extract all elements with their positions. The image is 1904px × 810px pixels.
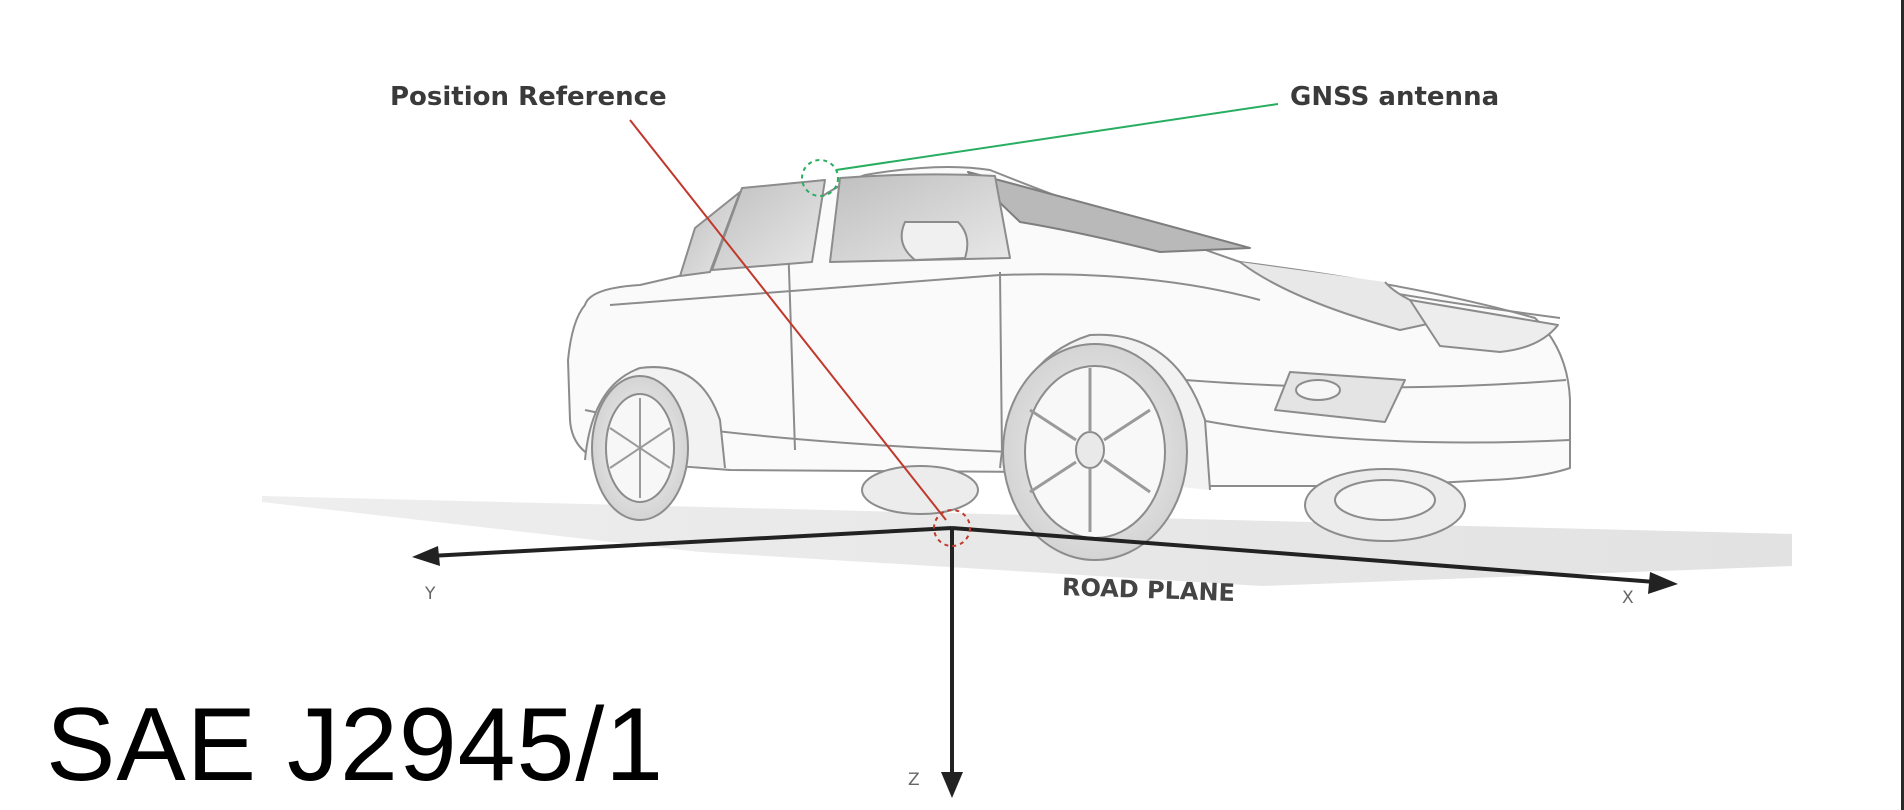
axis-y-line <box>429 526 953 558</box>
gnss-antenna-label: GNSS antenna <box>1290 82 1500 112</box>
axis-x-arrowhead <box>1648 572 1678 594</box>
gnss-antenna-marker <box>801 159 839 197</box>
axis-lines <box>412 526 1678 798</box>
frame-right-border <box>1901 0 1904 810</box>
car-illustration <box>567 165 1571 561</box>
standard-title: SAE J2945/1 <box>46 687 665 803</box>
road-plane-label: ROAD PLANE <box>1061 572 1236 608</box>
axis-x-label: X <box>1622 588 1634 608</box>
position-reference-leader <box>629 119 947 521</box>
axis-z-arrowhead <box>941 772 963 798</box>
axis-x-line <box>951 526 1656 584</box>
origin-marker <box>933 509 971 547</box>
gnss-antenna-leader <box>835 103 1279 171</box>
axis-y-label: Y <box>425 584 436 604</box>
axis-y-arrowhead <box>412 546 440 566</box>
position-reference-label: Position Reference <box>390 82 667 112</box>
axis-z-label: Z <box>908 770 920 790</box>
